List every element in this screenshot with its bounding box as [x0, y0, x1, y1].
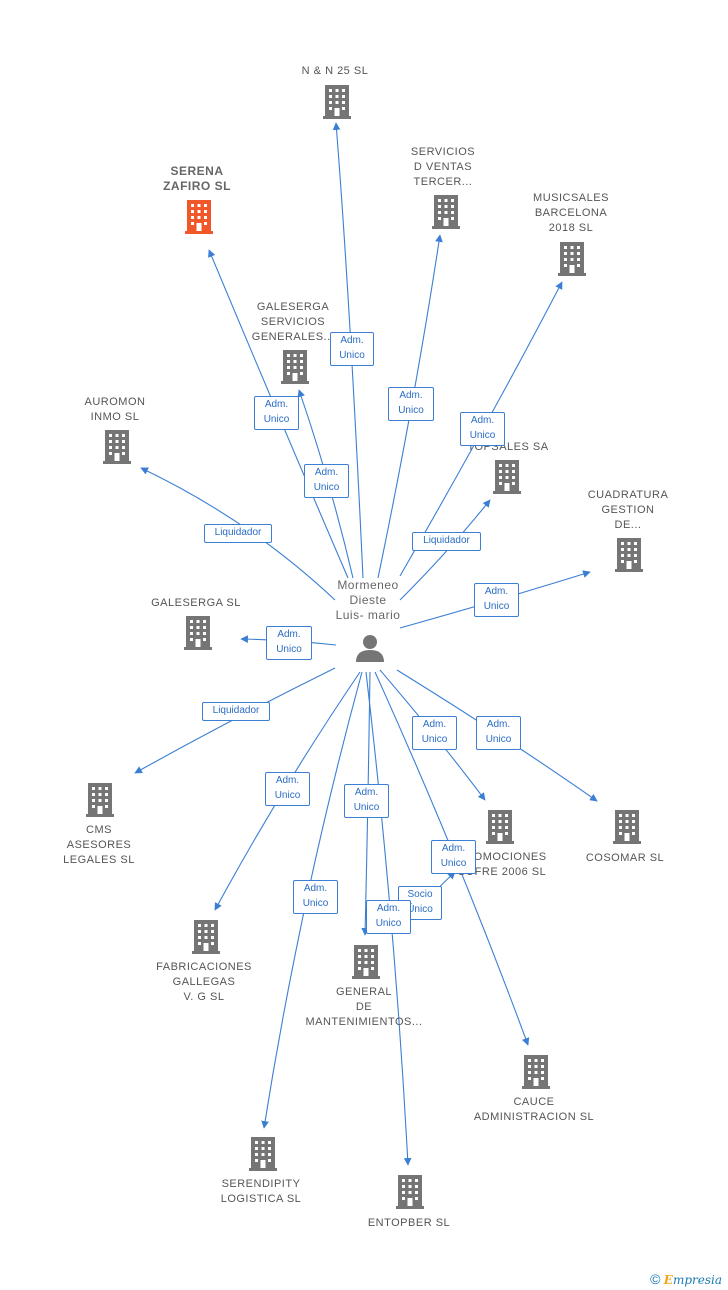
edge-n1 — [332, 122, 364, 579]
relation-label: Adm. Unico — [431, 840, 476, 874]
company-label[interactable]: CUADRATURA GESTION DE... — [587, 489, 669, 531]
relation-label: Adm. Unico — [388, 387, 434, 421]
person-label[interactable]: Mormeneo Dieste Luis- mario — [335, 578, 401, 622]
building-icon[interactable] — [522, 1055, 550, 1089]
relation-label: Liquidador — [412, 532, 481, 551]
company-label[interactable]: N & N 25 SL — [301, 65, 369, 77]
building-icon[interactable] — [185, 200, 213, 234]
building-icon[interactable] — [192, 920, 220, 954]
company-label[interactable]: GALESERGA SERVICIOS GENERALES... — [251, 301, 335, 343]
building-icon[interactable] — [613, 810, 641, 844]
company-label[interactable]: SERENA ZAFIRO SL — [163, 164, 231, 193]
company-label[interactable]: GENERAL DE MANTENIMIENTOS... — [305, 986, 423, 1028]
relation-label: Adm. Unico — [330, 332, 374, 366]
building-icon[interactable] — [396, 1175, 424, 1209]
building-icon[interactable] — [281, 350, 309, 384]
brand-logo-initial: E — [663, 1273, 673, 1287]
relation-label: Adm. Unico — [476, 716, 521, 750]
building-icon[interactable] — [103, 430, 131, 464]
relation-label: Adm. Unico — [366, 900, 411, 934]
building-icon[interactable] — [432, 195, 460, 229]
brand-footer[interactable]: © Empresia — [650, 1271, 722, 1287]
building-icon[interactable] — [615, 538, 643, 572]
person-icon[interactable] — [356, 635, 384, 662]
company-label[interactable]: TOPSALES SA — [467, 441, 549, 453]
relation-label: Adm. Unico — [474, 583, 519, 617]
relation-label: Adm. Unico — [344, 784, 389, 818]
copyright-icon: © — [650, 1271, 661, 1287]
brand-logo-text: mpresia — [672, 1273, 722, 1287]
company-label[interactable]: FABRICACIONES GALLEGAS V. G SL — [156, 961, 252, 1003]
building-icon[interactable] — [558, 242, 586, 276]
building-icon[interactable] — [486, 810, 514, 844]
icons-layer — [86, 85, 643, 1209]
relation-label: Adm. Unico — [266, 626, 312, 660]
relation-label: Adm. Unico — [304, 464, 349, 498]
company-label[interactable]: ENTOPBER SL — [367, 1217, 451, 1229]
relation-label: Liquidador — [202, 702, 270, 721]
relation-label: Adm. Unico — [293, 880, 338, 914]
building-icon[interactable] — [86, 783, 114, 817]
building-icon[interactable] — [184, 616, 212, 650]
relation-label: Adm. Unico — [265, 772, 310, 806]
company-label[interactable]: MUSICSALES BARCELONA 2018 SL — [533, 192, 609, 234]
company-label[interactable]: GALESERGA SL — [151, 597, 241, 609]
relation-label: Adm. Unico — [412, 716, 457, 750]
relation-label: Liquidador — [204, 524, 272, 543]
building-icon[interactable] — [323, 85, 351, 119]
building-icon[interactable] — [493, 460, 521, 494]
company-label[interactable]: SERENDIPITY LOGISTICA SL — [220, 1178, 302, 1205]
company-label[interactable]: CAUCE ADMINISTRACION SL — [473, 1096, 595, 1123]
building-icon[interactable] — [352, 945, 380, 979]
company-label[interactable]: AUROMON INMO SL — [84, 396, 146, 423]
company-label[interactable]: SERVICIOS D VENTAS TERCER... — [410, 146, 476, 188]
company-label[interactable]: CMS ASESORES LEGALES SL — [63, 824, 135, 866]
building-icon[interactable] — [249, 1137, 277, 1171]
company-label[interactable]: COSOMAR SL — [585, 852, 665, 864]
relation-label: Adm. Unico — [460, 412, 505, 446]
relation-label: Adm. Unico — [254, 396, 299, 430]
